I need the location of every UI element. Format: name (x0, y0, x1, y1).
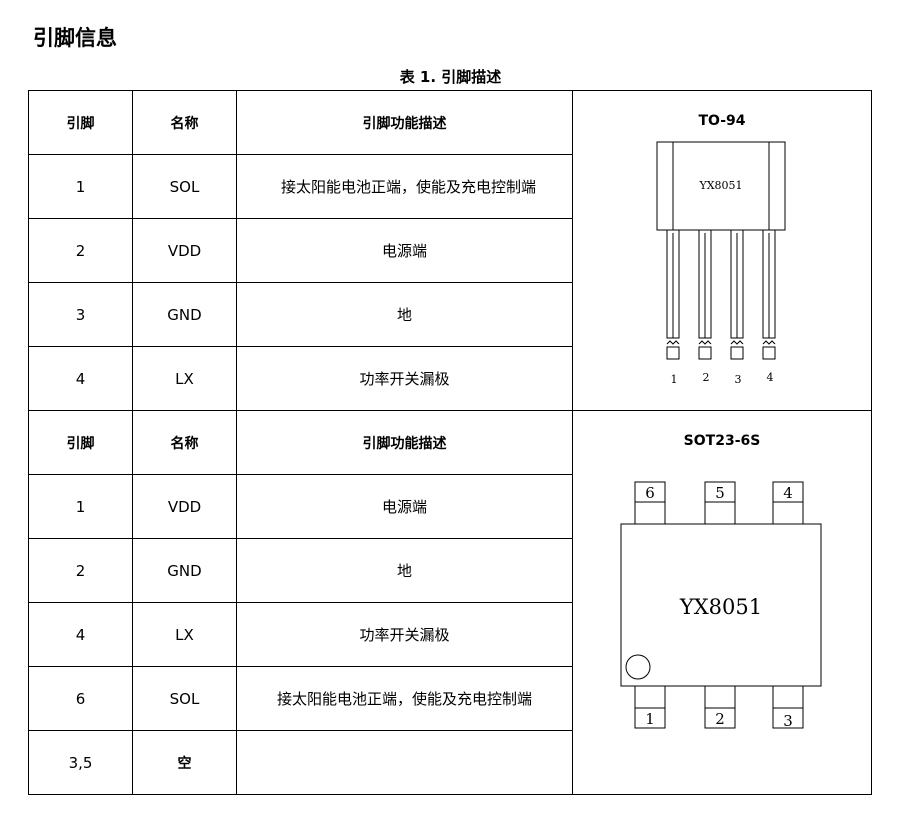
name-cell: LX (132, 602, 237, 667)
description-cell: 接太阳能电池正端，使能及充电控制端 (236, 154, 573, 219)
pin-number: 2 (715, 710, 725, 728)
pin-number: 4 (767, 371, 774, 384)
pin-cell: 4 (28, 346, 133, 411)
table-row: 2 GND 地 (28, 538, 872, 603)
name-cell: VDD (132, 474, 237, 539)
pin-cell: 3 (28, 282, 133, 347)
table-row: 3,5 空 (28, 730, 872, 795)
pin-number: 3 (735, 373, 742, 386)
pin-number: 2 (703, 371, 710, 384)
pin-pad (634, 707, 666, 729)
pin-pad (772, 707, 804, 729)
name-cell: SOL (132, 154, 237, 219)
header-name: 名称 (132, 90, 237, 155)
sot23-package-diagram: 6 5 4 YX8051 1 2 3 (620, 481, 822, 730)
header-description: 引脚功能描述 (236, 410, 573, 475)
pin-lead (704, 501, 736, 525)
description-cell: 电源端 (236, 218, 573, 283)
table-row: 4 LX 功率开关漏极 (28, 602, 872, 667)
header-description: 引脚功能描述 (236, 90, 573, 155)
pin-cell: 6 (28, 666, 133, 731)
lead (762, 229, 776, 360)
chip-body (656, 141, 786, 231)
header-pin: 引脚 (28, 410, 133, 475)
name-cell: SOL (132, 666, 237, 731)
name-cell: GND (132, 538, 237, 603)
pin-number: 4 (783, 484, 793, 502)
chip-label: YX8051 (698, 179, 742, 192)
sot23-package-cell: SOT23-6S 6 5 4 YX8051 (572, 410, 872, 795)
package-title: SOT23-6S (683, 433, 761, 449)
pin-lead (772, 501, 804, 525)
section-heading: 引脚信息 (33, 26, 117, 50)
name-cell: LX (132, 346, 237, 411)
table-header-row: 引脚 名称 引脚功能描述 SOT23-6S 6 5 4 (28, 410, 872, 795)
pin-cell: 2 (28, 218, 133, 283)
pin-lead (634, 501, 666, 525)
pin1-marker-icon (625, 654, 651, 680)
pin-lead (704, 685, 736, 709)
pin-number: 1 (645, 710, 655, 728)
package-title: TO-94 (698, 113, 746, 129)
table-row: 1 SOL 接太阳能电池正端，使能及充电控制端 (28, 154, 872, 219)
pin-cell: 1 (28, 154, 133, 219)
table-row: 6 SOL 接太阳能电池正端，使能及充电控制端 (28, 666, 872, 731)
pin-pad (704, 707, 736, 729)
table-header-row: 引脚 名称 引脚功能描述 TO-94 YX8051 (28, 90, 872, 411)
lead (730, 229, 744, 360)
pin-lead (634, 685, 666, 709)
description-cell: 地 (236, 538, 573, 603)
pin-cell: 4 (28, 602, 133, 667)
pin-cell: 2 (28, 538, 133, 603)
name-cell: VDD (132, 218, 237, 283)
table-caption: 表 1. 引脚描述 (399, 68, 502, 86)
pin-number: 3 (783, 712, 793, 730)
to94-package-diagram: YX8051 (656, 141, 786, 386)
pin-number: 1 (671, 373, 678, 386)
lead (698, 229, 712, 360)
to94-package-cell: TO-94 YX8051 (572, 90, 872, 411)
table-row: 1 VDD 电源端 (28, 474, 872, 539)
description-cell (236, 730, 573, 795)
name-cell: 空 (132, 730, 237, 795)
chip-label: YX8051 (679, 595, 762, 619)
description-cell: 功率开关漏极 (236, 602, 573, 667)
lead (666, 229, 680, 360)
pin-cell: 1 (28, 474, 133, 539)
description-cell: 电源端 (236, 474, 573, 539)
header-name: 名称 (132, 410, 237, 475)
pin-number: 6 (645, 484, 655, 502)
chip-body (620, 523, 822, 687)
description-cell: 地 (236, 282, 573, 347)
name-cell: GND (132, 282, 237, 347)
description-cell: 功率开关漏极 (236, 346, 573, 411)
pin-table: 引脚 名称 引脚功能描述 TO-94 YX8051 (28, 90, 872, 795)
pin-number: 5 (715, 484, 725, 502)
table-row: 3 GND 地 (28, 282, 872, 347)
description-cell: 接太阳能电池正端，使能及充电控制端 (236, 666, 573, 731)
pin-cell: 3,5 (28, 730, 133, 795)
header-pin: 引脚 (28, 90, 133, 155)
pin-lead (772, 685, 804, 709)
